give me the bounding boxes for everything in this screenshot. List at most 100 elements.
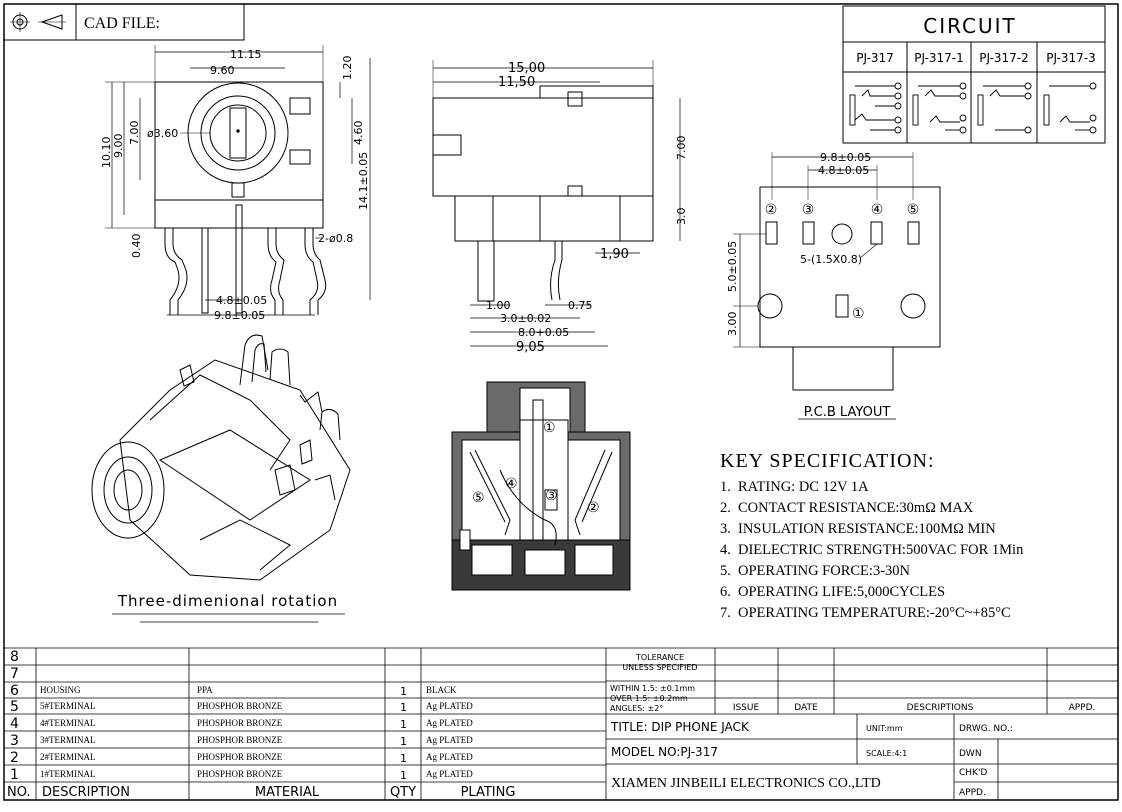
cross-section-view <box>451 381 631 591</box>
dim-front-total-height: 14.1±0.05 <box>357 152 370 210</box>
spec-item: 7.OPERATING TEMPERATURE:-20°C~+85°C <box>720 605 1011 621</box>
bom-no: 5 <box>10 699 19 715</box>
bom-plat: Ag PLATED <box>426 718 473 728</box>
cross-section-labels: ① ② ③ ④ ⑤ <box>472 420 600 516</box>
dim-front-width-2: 9.60 <box>210 64 235 77</box>
bom-row: 6 HOUSING PPA 1 BLACK <box>10 683 457 699</box>
circuit-model-1: PJ-317 <box>856 51 894 65</box>
pcb-layout <box>733 152 941 420</box>
dim-side-width-1: 15,00 <box>508 61 545 76</box>
bom-qty: 1 <box>400 718 407 731</box>
title-block <box>606 648 1118 800</box>
bom-mat: PHOSPHOR BRONZE <box>197 701 283 711</box>
spec-item-text: DIELECTRIC STRENGTH:500VAC FOR 1Min <box>738 542 1024 558</box>
three-d-rotation-view <box>91 334 351 581</box>
cad-file-label: CAD FILE: <box>84 15 160 32</box>
bom-no: 8 <box>10 649 19 665</box>
tolerance-title: TOLERANCE <box>635 653 684 662</box>
spec-item: 2.CONTACT RESISTANCE:30mΩ MAX <box>720 500 974 516</box>
first-angle-projection-icon <box>10 12 66 32</box>
bom-header-desc: DESCRIPTION <box>42 785 130 800</box>
pcb-hole-label: 5-(1.5X0.8) <box>800 253 862 266</box>
circuit-schematic-1 <box>849 82 902 134</box>
specification-list: 1.RATING: DC 12V 1A 2.CONTACT RESISTANCE… <box>720 477 1100 624</box>
section-label-3: ③ <box>545 488 558 504</box>
spec-item: 6.OPERATING LIFE:5,000CYCLES <box>720 584 946 600</box>
dim-side-h2: 3.0 <box>675 208 688 226</box>
side-view <box>432 60 681 347</box>
bom-desc: HOUSING <box>40 685 81 695</box>
bom-mat: PHOSPHOR BRONZE <box>197 718 283 728</box>
title-block-text: TOLERANCE UNLESS SPECIFIED WITHIN 1.5: ±… <box>610 653 1095 798</box>
dim-side-d5: 8.0+0.05 <box>518 326 569 339</box>
spec-item-text: CONTACT RESISTANCE:30mΩ MAX <box>738 500 974 516</box>
circuit-schematic-2 <box>912 82 967 134</box>
circuit-title: CIRCUIT <box>923 14 1016 38</box>
bom-mat: PHOSPHOR BRONZE <box>197 735 283 745</box>
bom-qty: 1 <box>400 701 407 714</box>
dim-side-d3: 0.75 <box>568 299 593 312</box>
bom-mat: PHOSPHOR BRONZE <box>197 752 283 762</box>
pcb-pin-5: ⑤ <box>907 202 920 218</box>
bom-no: 4 <box>10 716 19 732</box>
appd-header: APPD. <box>1069 703 1096 713</box>
drawing-number-label: DRWG. NO.: <box>959 724 1013 734</box>
bom-desc: 3#TERMINAL <box>40 735 96 745</box>
dim-front-pin-diameter: 2-ø0.8 <box>318 232 353 245</box>
circuit-schematic-3 <box>977 82 1032 134</box>
bom-plat: Ag PLATED <box>426 769 473 779</box>
spec-item-text: INSULATION RESISTANCE:100MΩ MIN <box>738 521 996 537</box>
dim-front-width-1: 11.15 <box>230 48 262 61</box>
dim-side-d1: 1,90 <box>600 247 629 262</box>
side-view-dimensions: 15,00 11,50 7.00 3.0 1,90 1.00 0.75 3.0±… <box>486 61 688 355</box>
bom-no: 2 <box>10 750 19 766</box>
company-name: XIAMEN JINBEILI ELECTRONICS CO.,LTD <box>611 776 881 791</box>
pcb-pin-1: ① <box>852 306 865 322</box>
spec-item-text: OPERATING FORCE:3-30N <box>738 563 910 579</box>
bom-row: 4 4#TERMINAL PHOSPHOR BRONZE 1 Ag PLATED <box>10 716 473 732</box>
circuit-table: CIRCUIT PJ-317 PJ-317-1 PJ-317-2 PJ-317-… <box>842 5 1106 144</box>
dim-side-d2: 1.00 <box>486 299 511 312</box>
descriptions-header: DESCRIPTIONS <box>907 703 974 713</box>
dim-side-d4: 3.0±0.02 <box>500 312 551 325</box>
dim-side-h1: 7.00 <box>675 136 688 161</box>
drawing-title: TITLE: DIP PHONE JACK <box>610 720 750 734</box>
pcb-layout-labels: 9.8±0.05 4.8±0.05 ② ③ ④ ⑤ 5-(1.5X0.8) ① … <box>726 151 919 420</box>
section-label-1: ① <box>543 420 556 436</box>
tolerance-angles: ANGLES: ±2° <box>610 704 663 713</box>
pcb-pin-3: ③ <box>802 202 815 218</box>
bom-row: 2 2#TERMINAL PHOSPHOR BRONZE 1 Ag PLATED <box>10 750 473 766</box>
front-view-dimensions: 11.15 9.60 1.20 4.60 10.10 9.00 7.00 ø3.… <box>100 48 370 322</box>
bom-qty: 1 <box>400 685 407 698</box>
spec-item-text: OPERATING TEMPERATURE:-20°C~+85°C <box>738 605 1011 621</box>
dim-front-diameter: ø3.60 <box>147 127 178 140</box>
pcb-dim-1: 9.8±0.05 <box>820 151 871 164</box>
pcb-pin-4: ④ <box>871 202 884 218</box>
pcb-dim-v1: 5.0±0.05 <box>726 241 739 292</box>
bom-desc: 2#TERMINAL <box>40 752 96 762</box>
bom-no: 7 <box>10 666 19 682</box>
bom-desc: 5#TERMINAL <box>40 701 96 711</box>
bom-mat: PPA <box>197 685 213 695</box>
dim-front-v1: 10.10 <box>100 137 113 169</box>
bom-desc: 4#TERMINAL <box>40 718 96 728</box>
scale-label: SCALE:4:1 <box>866 749 907 758</box>
bom-row: 3 3#TERMINAL PHOSPHOR BRONZE 1 Ag PLATED <box>10 733 473 749</box>
spec-item: 4.DIELECTRIC STRENGTH:500VAC FOR 1Min <box>720 542 1024 558</box>
bom-qty: 1 <box>400 752 407 765</box>
tolerance-subtitle: UNLESS SPECIFIED <box>622 663 697 672</box>
dim-front-h2: 4.60 <box>352 121 365 146</box>
bill-of-materials <box>4 647 1118 800</box>
pcb-dim-2: 4.8±0.05 <box>818 164 869 177</box>
bom-header-qty: QTY <box>390 785 416 800</box>
date-header: DATE <box>794 703 818 713</box>
bom-header-plat: PLATING <box>461 785 516 800</box>
bom-row: 1 1#TERMINAL PHOSPHOR BRONZE 1 Ag PLATED <box>10 767 473 783</box>
dim-front-v2: 9.00 <box>112 134 125 159</box>
bom-no: 3 <box>10 733 19 749</box>
section-label-5: ⑤ <box>472 490 485 506</box>
dim-front-v3: 7.00 <box>128 121 141 146</box>
unit-label: UNIT:mm <box>866 724 903 733</box>
dim-front-h1: 1.20 <box>341 56 354 81</box>
circuit-model-3: PJ-317-2 <box>979 51 1029 65</box>
